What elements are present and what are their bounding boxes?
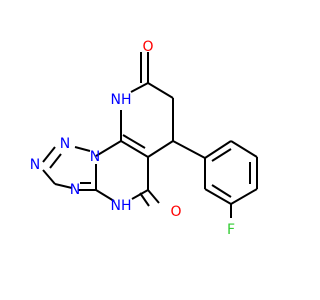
bond-nh-co: [130, 82, 149, 93]
bond-co-nh-bottom: [131, 189, 149, 200]
bond-c-n3: [54, 183, 73, 189]
nh-bottom-label: NH: [111, 198, 132, 214]
bond-co-ch2: [147, 82, 174, 99]
bond-aryl-inner-1: [211, 148, 232, 162]
nh-top-label: NH: [111, 92, 132, 108]
bonds: [42, 52, 258, 218]
fluorine-label: F: [227, 222, 235, 238]
bond-aryl-2: [230, 140, 258, 158]
triazole-nitrogen-3-label: N: [70, 182, 80, 198]
oxygen-bottom-label: O: [170, 204, 181, 220]
bridge-nitrogen-label: N: [90, 149, 100, 165]
bond-fused-n: [95, 140, 122, 157]
bond-co-oxygen-bottom-2: [139, 192, 150, 207]
bond-fused-inner: [122, 134, 146, 149]
bond-n1-n2: [42, 146, 56, 163]
oxygen-top-label: O: [142, 39, 153, 55]
bond-co-oxygen-bottom-1: [147, 189, 160, 204]
bond-nh-bottom-c: [95, 189, 115, 202]
bond-ch-fused: [147, 140, 174, 158]
bond-bridge-n1: [74, 146, 91, 152]
bond-aryl-4: [230, 188, 258, 205]
bond-n2-c: [42, 169, 56, 185]
bond-aryl-1: [204, 140, 232, 159]
bond-aryl-inner-3: [211, 184, 232, 198]
bond-aryl-5: [204, 188, 232, 205]
bond-ch-aryl: [172, 140, 206, 159]
triazole-nitrogen-1-label: N: [60, 136, 70, 152]
molecule-structure-diagram: NH O N N N N NH O F: [30, 39, 258, 238]
bond-n1-n2-double: [49, 153, 62, 169]
triazole-nitrogen-2-label: N: [30, 157, 40, 173]
bond-fused-top-left: [120, 140, 149, 158]
atom-labels: NH O N N N N NH O F: [30, 39, 235, 238]
